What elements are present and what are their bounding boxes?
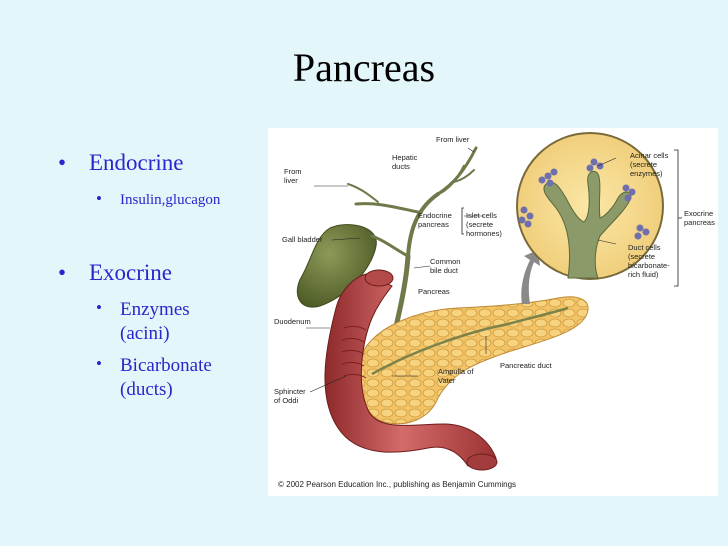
- duodenum-shape: [324, 273, 497, 467]
- duodenum-end: [466, 453, 498, 471]
- bullet-dot-icon: •: [96, 298, 102, 317]
- bullet-dot-icon: •: [58, 150, 67, 175]
- label-from-liver-left-line1: From: [284, 167, 302, 176]
- label-from-liver-top: From liver: [436, 135, 470, 144]
- label-duct-cells-line2: (secrete: [628, 252, 655, 261]
- label-acinar-line1: Acinar cells: [630, 151, 669, 160]
- sub-bullet-label: Insulin,glucagon: [120, 192, 221, 208]
- upward-arrow-icon: [521, 250, 540, 304]
- label-common-bile-line1: Common: [430, 257, 460, 266]
- islet-bracket: [461, 207, 464, 235]
- duodenum-opening: [364, 269, 394, 287]
- label-hepatic-ducts-line1: Hepatic: [392, 153, 418, 162]
- copyright-text: © 2002 Pearson Education Inc., publishin…: [278, 480, 517, 489]
- label-duct-cells-line3: bicarbonate-: [628, 261, 670, 270]
- anatomy-drawing: From liver Hepatic ducts From liver Gall…: [274, 132, 715, 471]
- sub-bullet-line-1: Enzymes: [120, 299, 190, 320]
- label-islet-line2: (secrete: [466, 220, 493, 229]
- label-duodenum: Duodenum: [274, 317, 311, 326]
- pancreas-anatomy-figure: From liver Hepatic ducts From liver Gall…: [268, 128, 718, 496]
- sub-bullet-line-2: (ducts): [120, 379, 173, 400]
- acinar-duct-branches: [543, 170, 632, 279]
- label-duct-cells-line1: Duct cells: [628, 243, 661, 252]
- label-pancreas: Pancreas: [418, 287, 450, 296]
- label-islet-line3: hormones): [466, 229, 502, 238]
- label-common-bile-line2: bile duct: [430, 266, 459, 275]
- label-ampulla-line1: Ampulla of: [438, 367, 474, 376]
- bullet-label: Exocrine: [89, 260, 173, 285]
- label-exocrine-line1: Exocrine: [684, 209, 713, 218]
- sub-bullet-line-1: Bicarbonate: [120, 355, 212, 376]
- bile-duct-tree: [347, 146, 478, 369]
- label-endocrine-line1: Endocrine: [418, 211, 452, 220]
- label-pancreatic-duct: Pancreatic duct: [500, 361, 553, 370]
- bullet-dot-icon: •: [58, 260, 67, 285]
- label-acinar-line3: enzymes): [630, 169, 663, 178]
- slide-title: Pancreas: [292, 45, 436, 90]
- label-exocrine-line2: pancreas: [684, 218, 715, 227]
- label-ampulla-line2: Vater: [438, 376, 456, 385]
- label-islet-line1: Islet cells: [466, 211, 497, 220]
- pancreatic-duct: [371, 306, 569, 376]
- label-duct-cells-line4: rich fluid): [628, 270, 659, 279]
- bullet-dot-icon: •: [96, 354, 102, 373]
- label-hepatic-ducts-line2: ducts: [392, 162, 410, 171]
- bullet-dot-icon: •: [96, 189, 102, 208]
- bullet-label: Endocrine: [89, 150, 184, 175]
- label-acinar-line2: (secrete: [630, 160, 657, 169]
- label-sphincter-line1: Sphincter: [274, 387, 306, 396]
- pancreas-shape: [357, 296, 589, 425]
- exocrine-bracket: [674, 149, 682, 287]
- label-endocrine-line2: pancreas: [418, 220, 449, 229]
- leader-lines: [306, 147, 617, 393]
- sub-bullet-line-2: (acini): [120, 323, 170, 344]
- acinar-cell-clusters: [518, 158, 650, 240]
- label-gall-bladder: Gall bladder: [282, 235, 323, 244]
- duodenum-folds: [341, 325, 367, 379]
- label-sphincter-line2: of Oddi: [274, 396, 299, 405]
- gall-bladder-shape: [297, 224, 377, 308]
- label-from-liver-left-line2: liver: [284, 176, 298, 185]
